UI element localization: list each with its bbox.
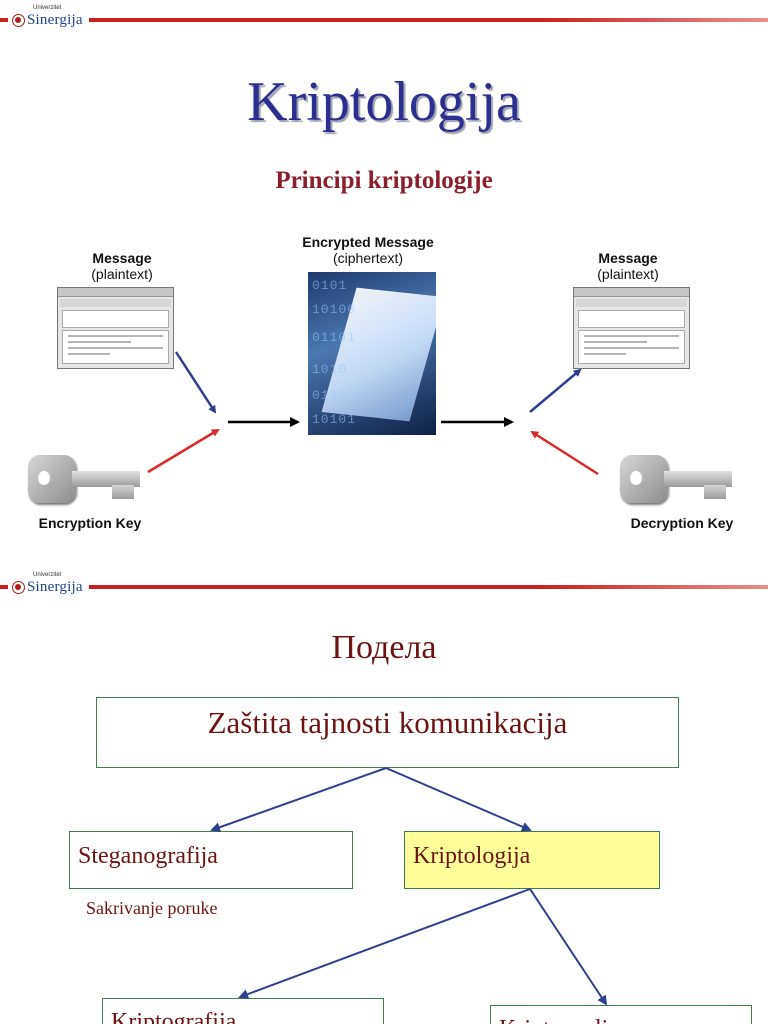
- slide-title: Kriptologija: [247, 71, 521, 133]
- decryption-key-text: Decryption Key: [630, 515, 734, 531]
- connector-root-kriptologija: [385, 767, 532, 832]
- cipher-bits-1: 0101: [312, 278, 348, 293]
- arrow-decrypt-to-message: [529, 368, 582, 413]
- slide-header-bar: Univerzitet Sinergija: [0, 567, 768, 607]
- steganografija-note: Sakrivanje poruke: [86, 898, 218, 918]
- connector-root-steganografija: [210, 767, 387, 833]
- encryption-key-label: Encryption Key: [20, 515, 160, 531]
- slide-podela: Univerzitet Sinergija Подела Zaštita taj…: [0, 567, 768, 1024]
- header-rule: [0, 18, 768, 22]
- left-message-title: Message: [92, 250, 152, 266]
- right-message-label: Message (plaintext): [568, 250, 688, 282]
- logo-text: Sinergija: [27, 579, 83, 595]
- left-message-sub: (plaintext): [91, 266, 153, 282]
- cipher-bits-3: 01101: [312, 330, 357, 345]
- decryption-key-icon: [620, 455, 732, 505]
- plaintext-email-window-right: [573, 287, 690, 369]
- sinergija-logo: Univerzitet Sinergija: [8, 572, 89, 599]
- slide-subtitle: Principi kriptologije: [275, 167, 493, 194]
- slide-title: Подела: [331, 629, 437, 666]
- kriptoanaliza-box: Kriptoanaliza: [490, 1005, 752, 1024]
- slide-header-bar: Univerzitet Sinergija: [0, 0, 768, 40]
- slide-principi: Univerzitet Sinergija Kriptologija Princ…: [0, 0, 768, 531]
- cipher-bits-5: 0100 11: [312, 388, 374, 403]
- logo-emblem-icon: [12, 580, 25, 594]
- arrow-key-to-decrypt: [530, 430, 599, 476]
- cipher-bits-6: 10101: [312, 412, 357, 427]
- plaintext-email-window-left: [57, 287, 174, 369]
- cipher-bits-2: 10100: [312, 302, 357, 317]
- encryption-key-icon: [28, 455, 140, 505]
- ciphertext-image: 0101 10100 01101 1010 0100 11 10101: [308, 272, 436, 435]
- header-rule: [0, 585, 768, 589]
- flow-arrows: [147, 351, 599, 476]
- kriptografija-box: Kriptografija: [102, 998, 384, 1024]
- encrypted-message-label: Encrypted Message (ciphertext): [278, 234, 458, 266]
- tree-connectors: [210, 767, 608, 1006]
- cipher-bits-4: 1010: [312, 362, 348, 377]
- logo-emblem-icon: [12, 13, 25, 27]
- right-message-sub: (plaintext): [597, 266, 659, 282]
- logo-small-text: Univerzitet: [33, 572, 62, 578]
- sinergija-logo: Univerzitet Sinergija: [8, 5, 89, 32]
- arrow-message-to-encrypt: [174, 351, 217, 414]
- logo-small-text: Univerzitet: [33, 5, 62, 11]
- logo-text: Sinergija: [27, 12, 83, 28]
- encrypted-message-title: Encrypted Message: [302, 234, 434, 250]
- arrow-key-to-encrypt: [147, 428, 220, 474]
- connector-kriptologija-kriptoanaliza: [529, 888, 608, 1006]
- kriptologija-box: Kriptologija: [404, 831, 660, 889]
- connector-kriptologija-kriptografija: [238, 888, 531, 999]
- steganografija-box: Steganografija: [69, 831, 353, 889]
- encrypted-message-sub: (ciphertext): [332, 250, 404, 266]
- right-message-title: Message: [598, 250, 658, 266]
- decryption-key-label: Decryption Key: [612, 515, 752, 531]
- encryption-key-text: Encryption Key: [38, 515, 142, 531]
- root-box: Zaštita tajnosti komunikacija: [96, 697, 679, 768]
- left-message-label: Message (plaintext): [62, 250, 182, 282]
